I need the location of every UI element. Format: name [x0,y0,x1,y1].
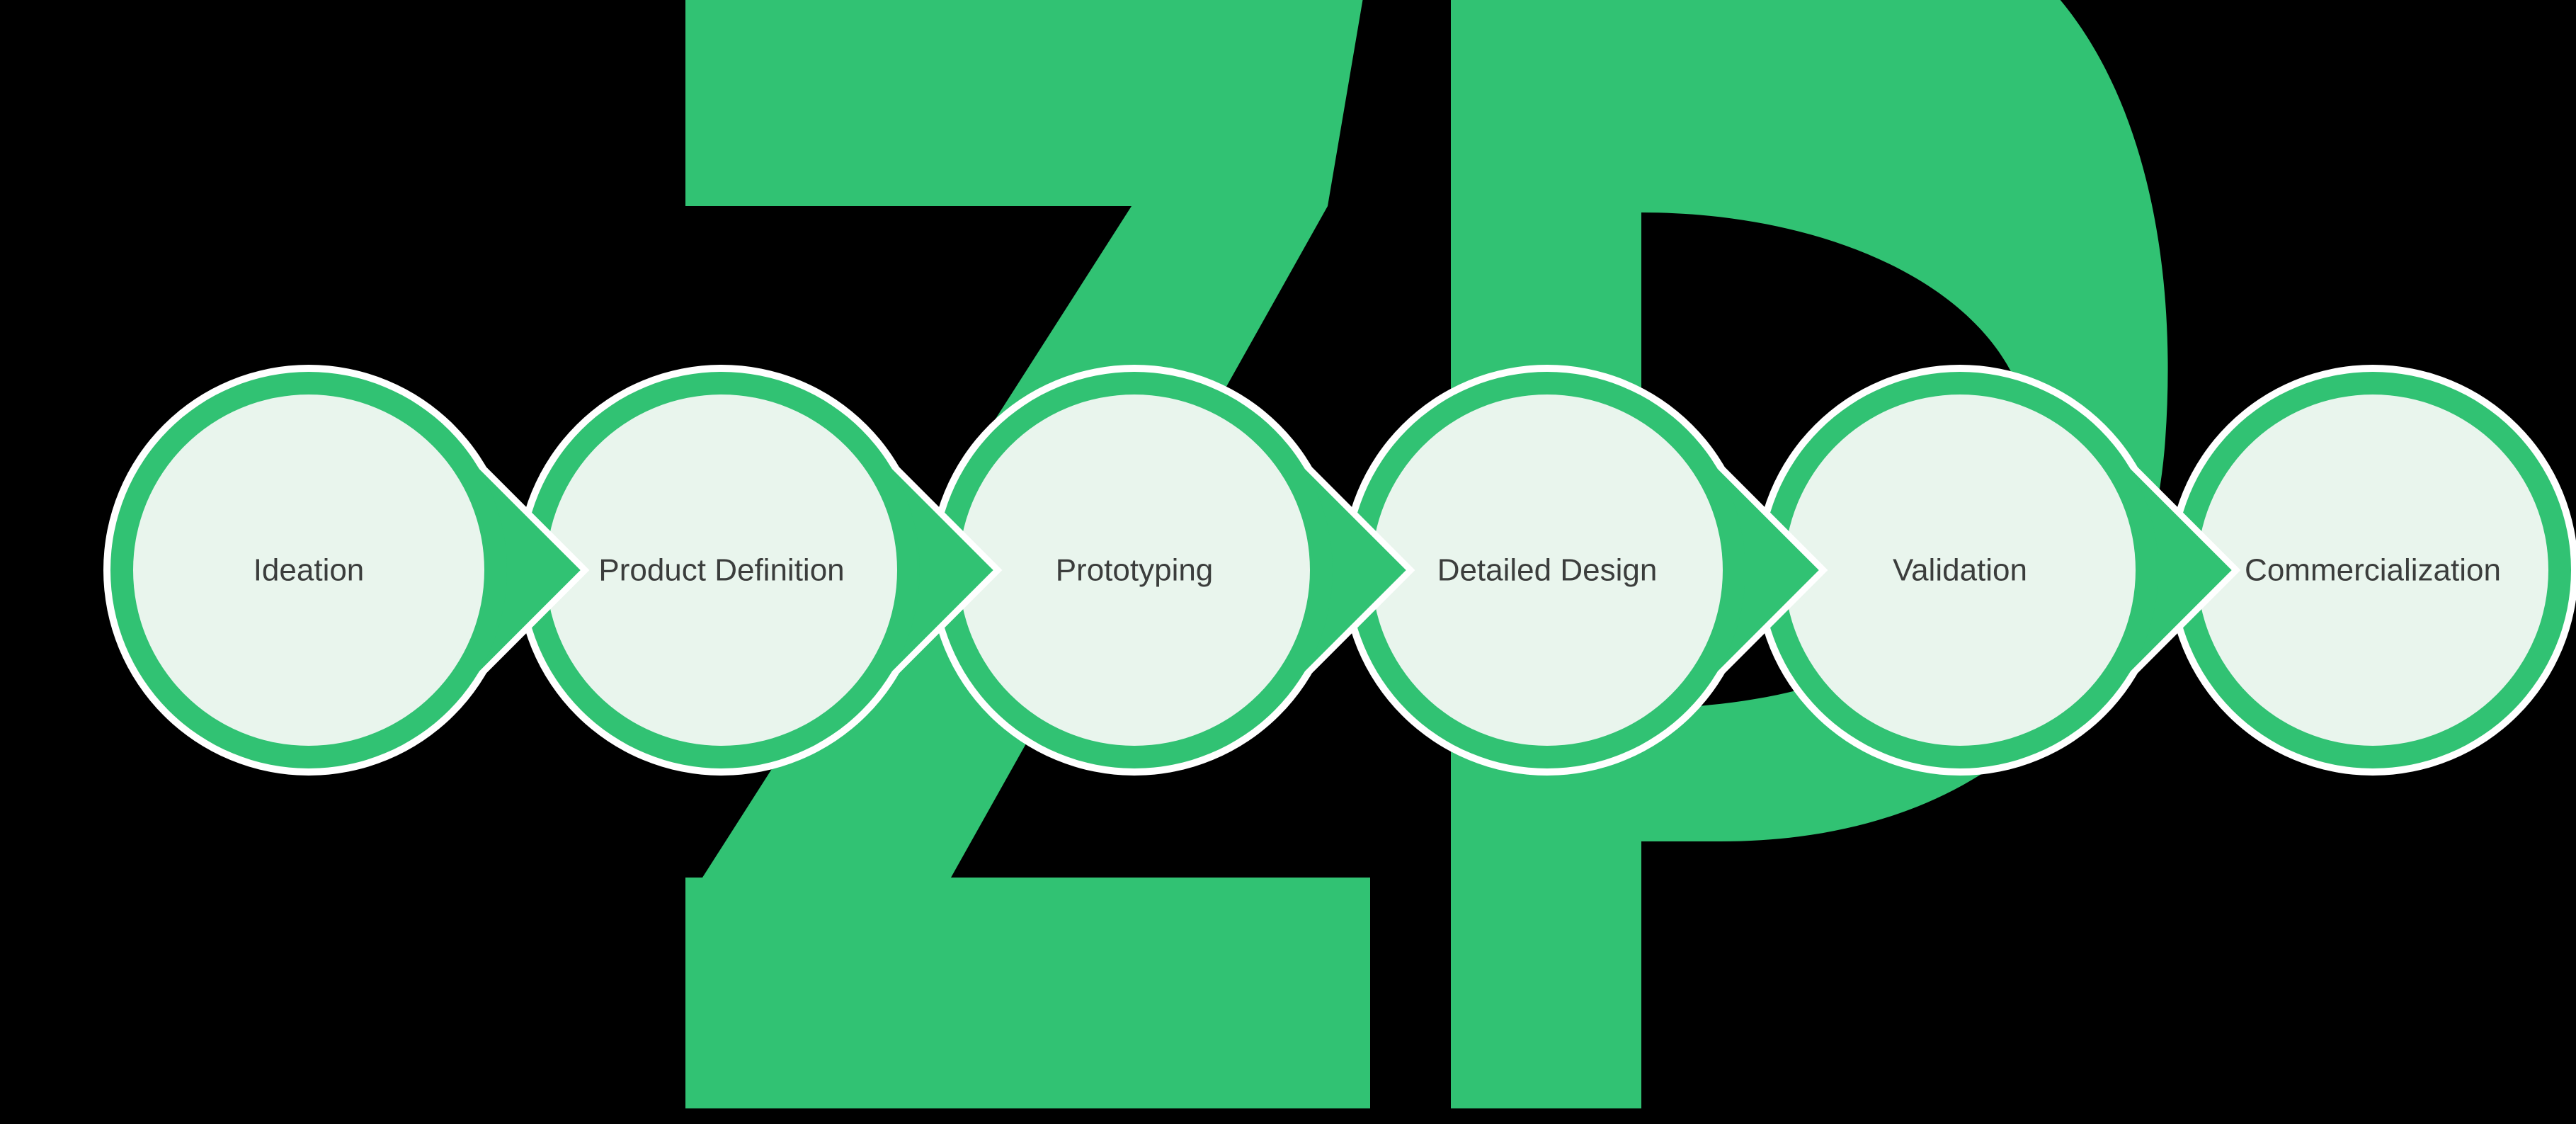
watermark-letter-p [1451,0,2168,1108]
step-circle-fill [133,394,484,746]
process-step [103,365,590,776]
step-label: Product Definition [598,553,844,588]
step-label: Commercialization [2245,553,2501,588]
step-circle-fill [1784,394,2136,746]
step-label: Ideation [253,553,365,588]
process-step [929,365,1415,776]
step-circle-fill [959,394,1310,746]
process-step [516,365,1003,776]
process-step [2167,365,2576,776]
process-step [1342,365,1828,776]
process-steps [103,365,2576,776]
step-circle-fill [2197,394,2548,746]
process-step [1755,365,2241,776]
step-label: Detailed Design [1437,553,1658,588]
step-labels: Ideation Product Definition Prototyping Det… [253,553,2501,588]
step-circle-fill [1372,394,1723,746]
step-circle-fill [546,394,897,746]
step-label: Prototyping [1056,553,1214,588]
step-label: Validation [1893,553,2027,588]
